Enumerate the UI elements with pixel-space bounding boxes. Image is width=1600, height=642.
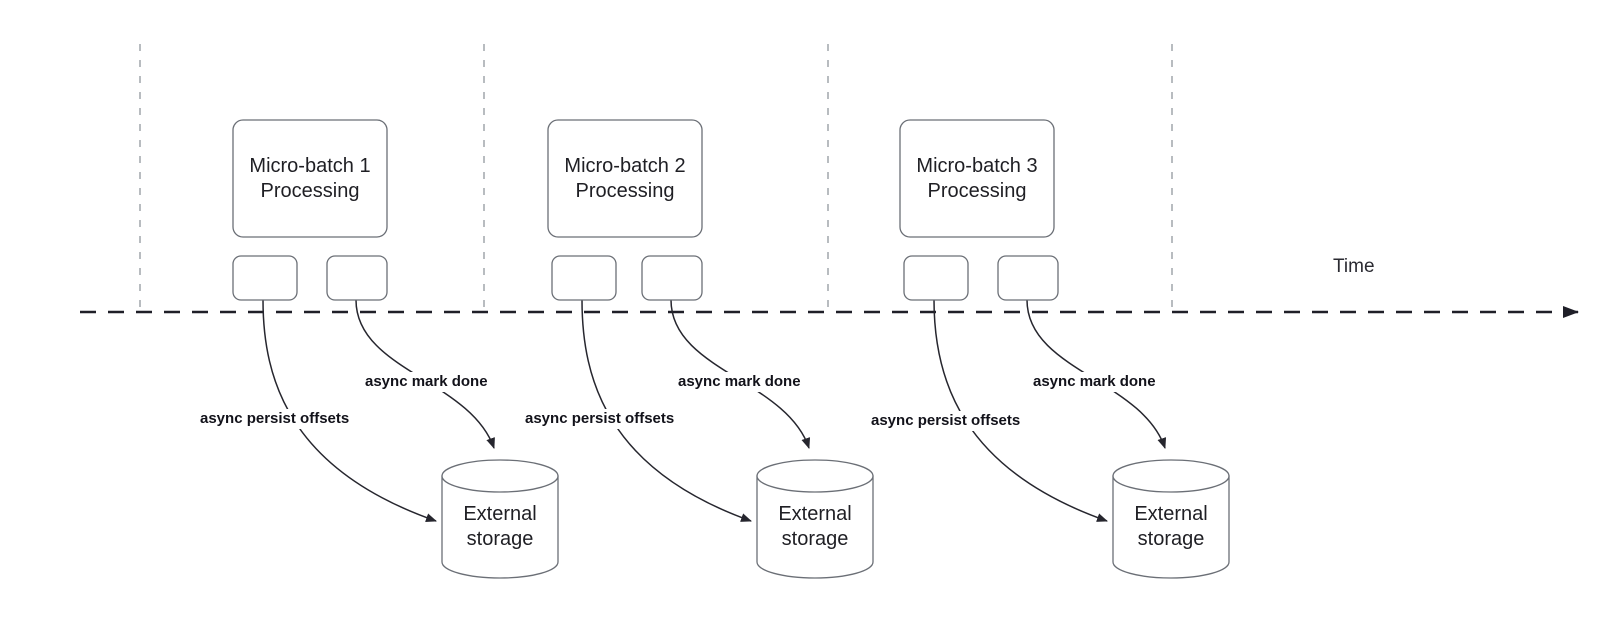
- group-2-async-persist-offsets-edge-label: async persist offsets: [523, 409, 677, 429]
- group-1-persist-offsets-task[interactable]: [232, 255, 298, 301]
- shape-group: [232, 119, 1230, 579]
- group-3-persist-offsets-task[interactable]: [903, 255, 969, 301]
- group-2-storage-body: [756, 475, 874, 579]
- group-2-batch-box[interactable]: [547, 119, 703, 238]
- time-axis-label: Time: [1333, 256, 1375, 277]
- group-2-storage-top: [756, 459, 874, 493]
- group-2-mark-done-task[interactable]: [641, 255, 703, 301]
- group-1-storage-top: [441, 459, 559, 493]
- group-2-external-storage[interactable]: [756, 459, 874, 579]
- group-3-external-storage[interactable]: [1112, 459, 1230, 579]
- group-1-async-persist-offsets-edge-label: async persist offsets: [198, 409, 352, 429]
- group-1-storage-body: [441, 475, 559, 579]
- group-2-async-mark-done-edge-label: async mark done: [676, 372, 803, 392]
- edge-group: [262, 299, 1167, 522]
- group-1-external-storage[interactable]: [441, 459, 559, 579]
- group-3-mark-done-task[interactable]: [997, 255, 1059, 301]
- group-3-storage-body: [1112, 475, 1230, 579]
- timeline-tick-group: [139, 44, 1173, 312]
- group-1-async-mark-done-edge-label: async mark done: [363, 372, 490, 392]
- group-1-batch-box[interactable]: [232, 119, 388, 238]
- group-2-persist-offsets-task[interactable]: [551, 255, 617, 301]
- group-1-mark-done-task[interactable]: [326, 255, 388, 301]
- group-3-storage-top: [1112, 459, 1230, 493]
- group-3-batch-box[interactable]: [899, 119, 1055, 238]
- group-3-async-persist-offsets-edge-label: async persist offsets: [869, 411, 1023, 431]
- group-3-async-mark-done-edge-label: async mark done: [1031, 372, 1158, 392]
